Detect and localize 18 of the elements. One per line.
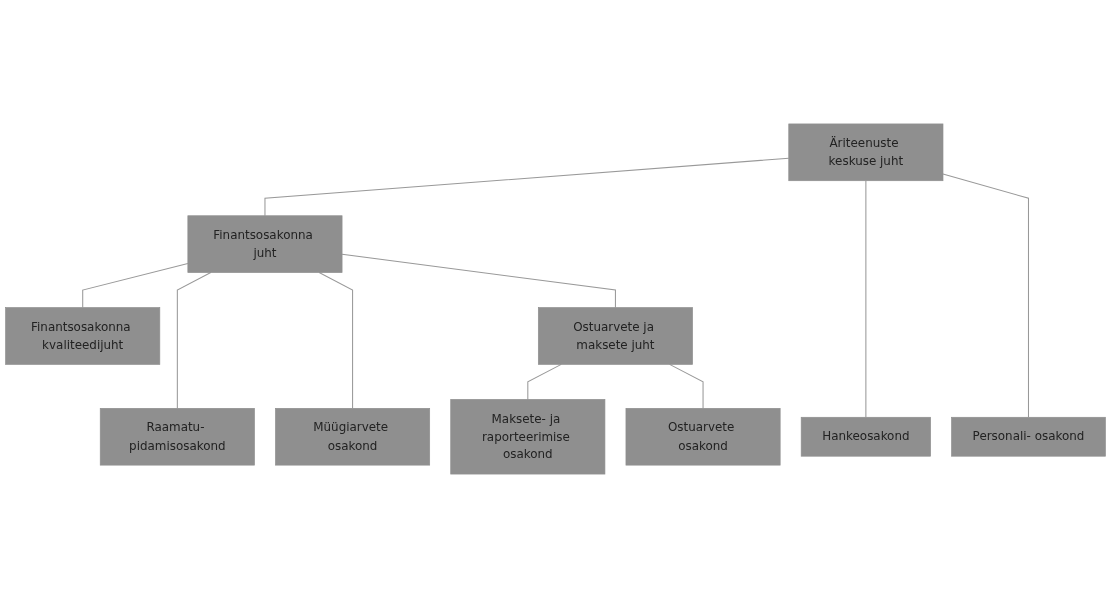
node-box: Ostuarvete ja maksete juht [538, 307, 693, 365]
connector [318, 272, 354, 409]
node-box: Müügiarvete osakond [275, 408, 431, 466]
connector [264, 157, 790, 217]
connector [176, 272, 212, 409]
node-box: Personali- osakond [951, 416, 1106, 457]
connector [82, 263, 189, 309]
node-box: Ostuarvete osakond [625, 408, 781, 466]
connector [341, 253, 616, 309]
node-box: Hankeosakond [800, 416, 931, 457]
connector [527, 363, 562, 400]
node-box: Äriteenuste keskuse juht [788, 123, 944, 182]
node-box: Maksete- ja raporteerimise osakond [450, 399, 606, 475]
node-box: Raamatu- pidamisosakond [99, 408, 255, 466]
node-box: Finantsosakonna kvaliteedijuht [5, 307, 161, 365]
connector [865, 180, 867, 418]
node-box: Finantsosakonna juht [187, 215, 343, 273]
connector [942, 173, 1029, 418]
